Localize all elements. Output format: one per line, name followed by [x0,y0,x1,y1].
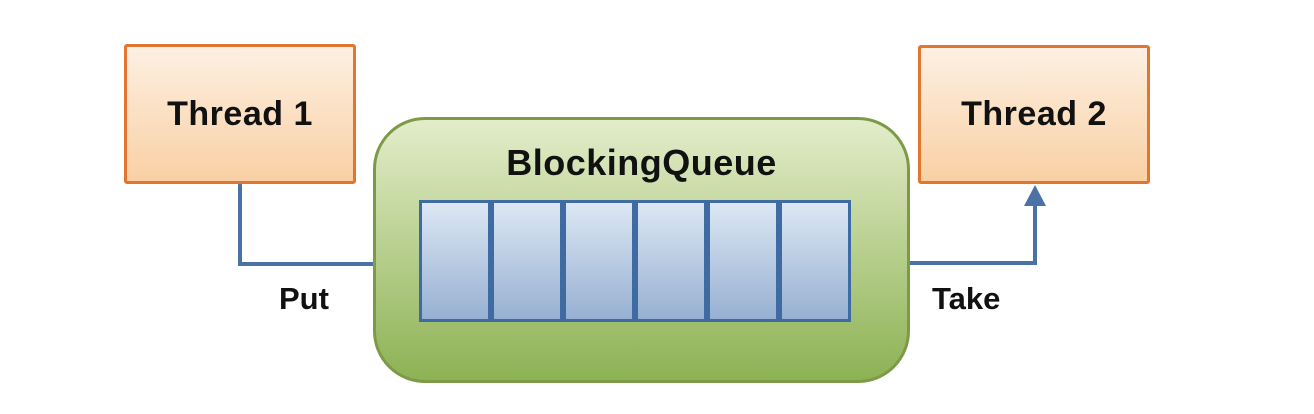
put-edge-label: Put [279,281,329,316]
take-arrowhead-icon [1024,185,1046,206]
queue-cell [491,200,563,322]
take-edge-label: Take [932,281,1001,316]
thread1-label: Thread 1 [167,94,313,133]
node-thread2: Thread 2 [918,45,1150,184]
queue-cell [563,200,635,322]
queue-cell [635,200,707,322]
queue-cells [419,200,851,322]
queue-cell [707,200,779,322]
node-blocking-queue: BlockingQueue [373,117,910,383]
queue-cell [419,200,491,322]
node-thread1: Thread 1 [124,44,356,184]
thread2-label: Thread 2 [961,95,1107,133]
queue-cell [779,200,851,322]
blocking-queue-title: BlockingQueue [506,142,777,183]
